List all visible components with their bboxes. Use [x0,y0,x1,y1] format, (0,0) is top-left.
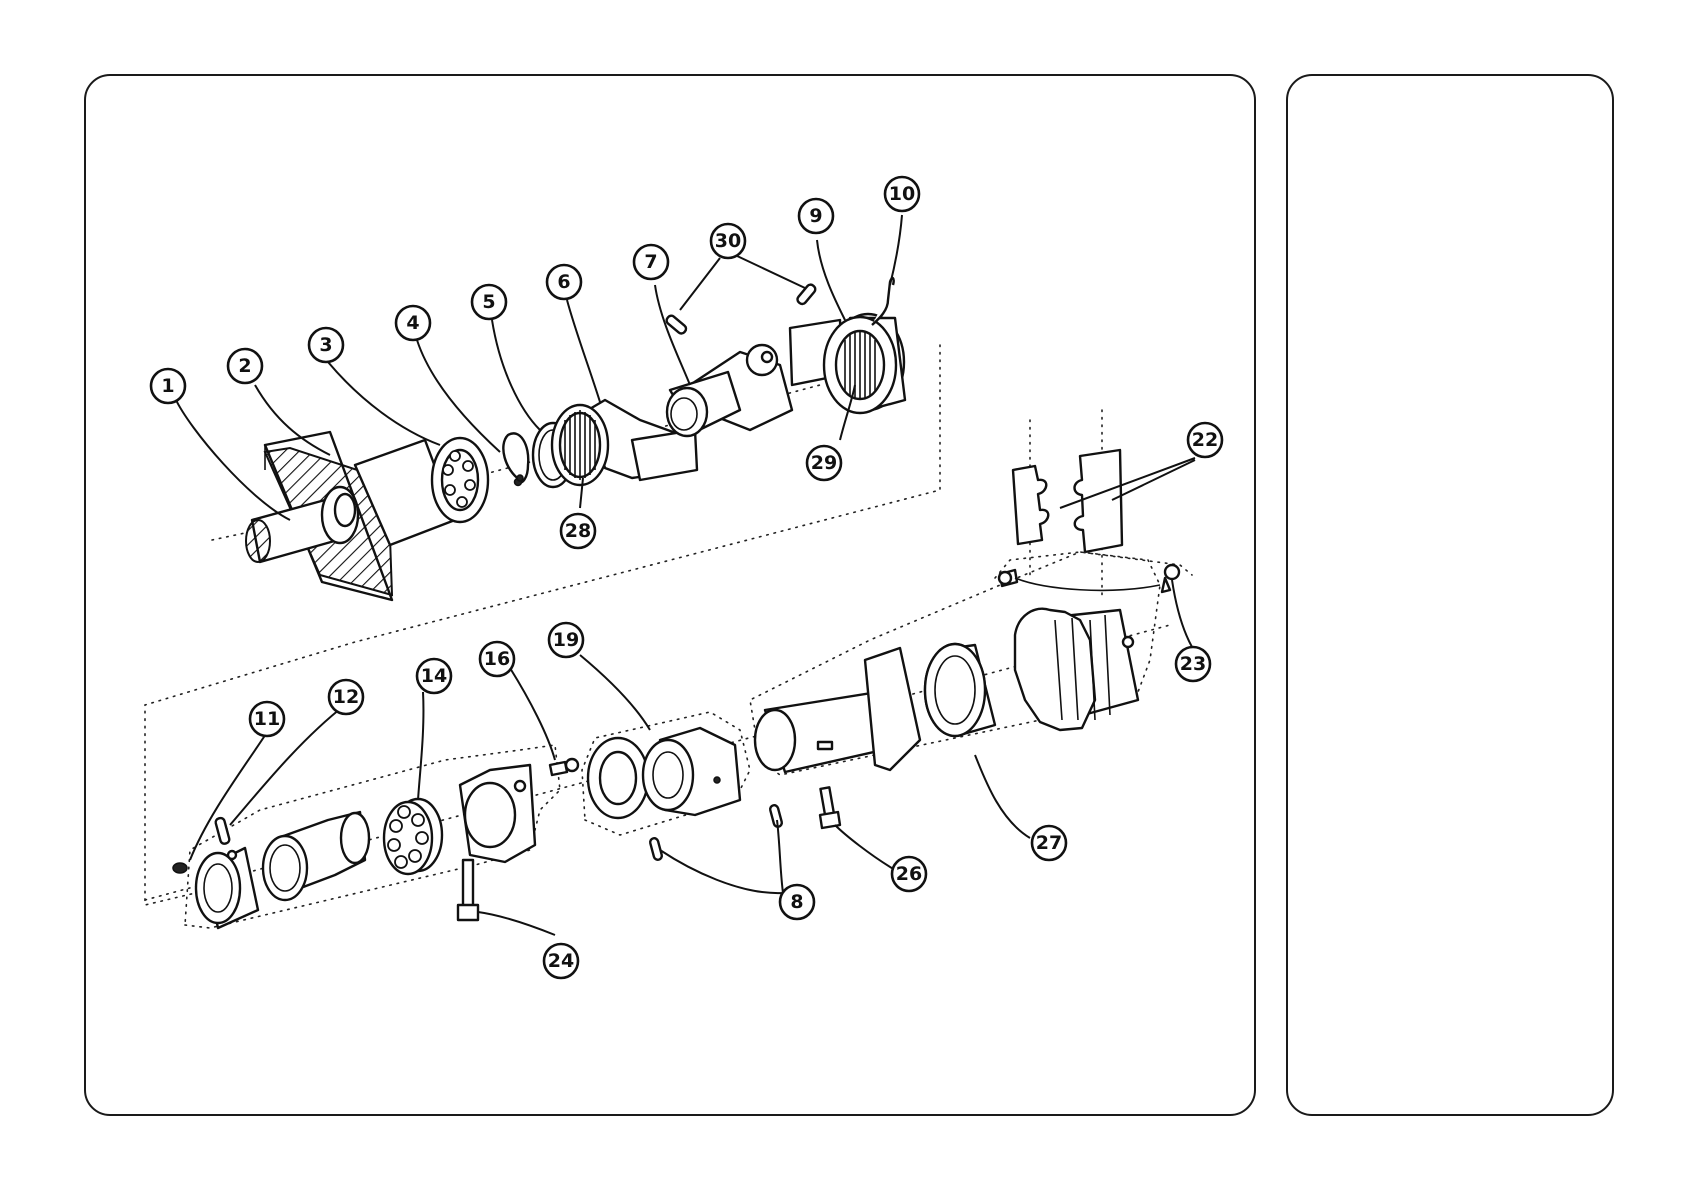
pin-8-right [769,804,782,827]
callout-label: 19 [553,629,579,651]
callout-label: 28 [565,520,591,542]
callout-23: 23 [1176,647,1210,681]
clamp-block [460,765,535,862]
screw-16 [550,759,578,775]
callout-5: 5 [472,285,506,319]
callout-label: 1 [161,375,174,397]
end-cap [173,848,258,928]
callout-label: 27 [1036,832,1062,854]
callout-label: 2 [238,355,251,377]
cam-shaft [667,345,792,436]
upper-assembly [145,278,940,905]
outer-bearing-sleeve [790,314,905,413]
gear-rack-pair [1013,410,1122,598]
callout-3: 3 [309,328,343,362]
callout-1: 1 [151,369,185,403]
pin-8-left [649,837,662,860]
callout-29: 29 [807,446,841,480]
callout-label: 29 [811,452,837,474]
callout-label: 16 [484,648,510,670]
flanged-shaft [755,648,920,772]
callout-19: 19 [549,623,583,657]
bolt-24 [458,860,478,920]
callout-label: 4 [406,312,419,334]
callout-8: 8 [780,885,814,919]
callout-label: 24 [548,950,574,972]
snap-ring [503,433,528,485]
lower-assembly [145,552,1192,928]
sleeve [263,812,369,900]
callout-4: 4 [396,306,430,340]
callout-26: 26 [892,857,926,891]
callout-28: 28 [561,514,595,548]
callout-label: 5 [482,291,495,313]
callout-12: 12 [329,680,363,714]
callout-16: 16 [480,642,514,676]
callout-27: 27 [1032,826,1066,860]
callout-22: 22 [1188,423,1222,457]
callout-label: 23 [1180,653,1206,675]
callout-24: 24 [544,944,578,978]
dowel-pin [215,817,230,844]
ball-bearing [384,799,442,874]
callout-label: 30 [715,230,741,252]
callout-6: 6 [547,265,581,299]
callout-label: 26 [896,863,922,885]
callout-11: 11 [250,702,284,736]
callout-10: 10 [885,177,919,211]
callout-label: 7 [644,251,657,273]
callout-label: 14 [421,665,447,687]
screw-26 [820,787,840,828]
callout-2: 2 [228,349,262,383]
callout-7: 7 [634,245,668,279]
double-bearing [588,728,740,818]
callout-label: 9 [809,205,822,227]
callout-label: 22 [1192,429,1218,451]
lower-bolt-outline [995,552,1192,578]
bolt-23-pair [999,565,1179,592]
retaining-ring [925,644,995,736]
callout-label: 11 [254,708,280,730]
gear-sleeve [1015,609,1138,730]
pin-30-right [796,283,817,306]
callout-14: 14 [417,659,451,693]
callout-label: 10 [889,183,915,205]
callout-label: 6 [557,271,570,293]
callout-9: 9 [799,199,833,233]
callout-30: 30 [711,224,745,258]
callout-label: 12 [333,686,359,708]
callout-label: 8 [790,891,803,913]
callout-label: 3 [319,334,332,356]
